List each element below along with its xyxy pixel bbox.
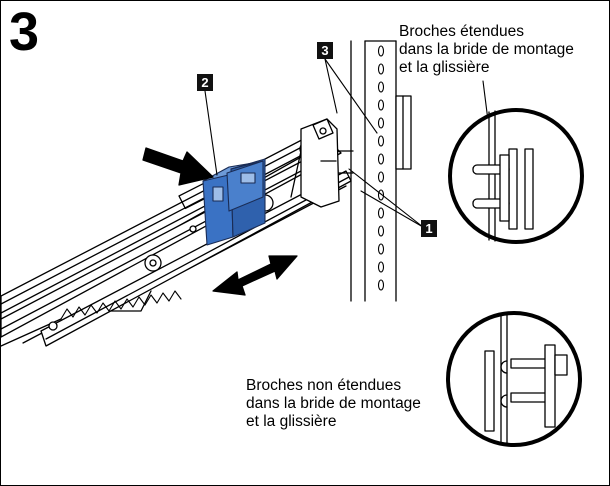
callout-3-badge: 3 xyxy=(317,42,333,59)
blue-latch xyxy=(202,158,266,246)
caption-pins-retracted-line2: dans la bride de montage xyxy=(246,395,421,412)
detail-pins-extended xyxy=(448,108,584,244)
spring-icon xyxy=(48,225,197,331)
detail-pins-retracted xyxy=(446,311,582,447)
slide-double-arrow-icon xyxy=(212,255,298,296)
caption-pins-extended-line2: dans la bride de montage xyxy=(399,41,574,58)
mounting-bracket xyxy=(300,118,354,208)
callout-2-badge: 2 xyxy=(197,74,213,91)
callout-1-badge: 1 xyxy=(421,220,437,237)
caption-pins-retracted-line1: Broches non étendues xyxy=(246,377,402,394)
caption-pins-retracted: Broches non étendues dans la bride de mo… xyxy=(246,377,421,431)
caption-pins-extended-line1: Broches étendues xyxy=(399,23,524,40)
caption-pins-extended-line3: et la glissière xyxy=(399,59,490,76)
leader-lines xyxy=(204,58,496,228)
caption-pins-extended: Broches étendues dans la bride de montag… xyxy=(399,23,574,77)
push-arrow-icon xyxy=(142,147,214,186)
caption-pins-retracted-line3: et la glissière xyxy=(246,413,337,430)
rack-post-holes xyxy=(377,45,385,291)
rack-post xyxy=(350,40,412,302)
step-number: 3 xyxy=(9,2,40,62)
